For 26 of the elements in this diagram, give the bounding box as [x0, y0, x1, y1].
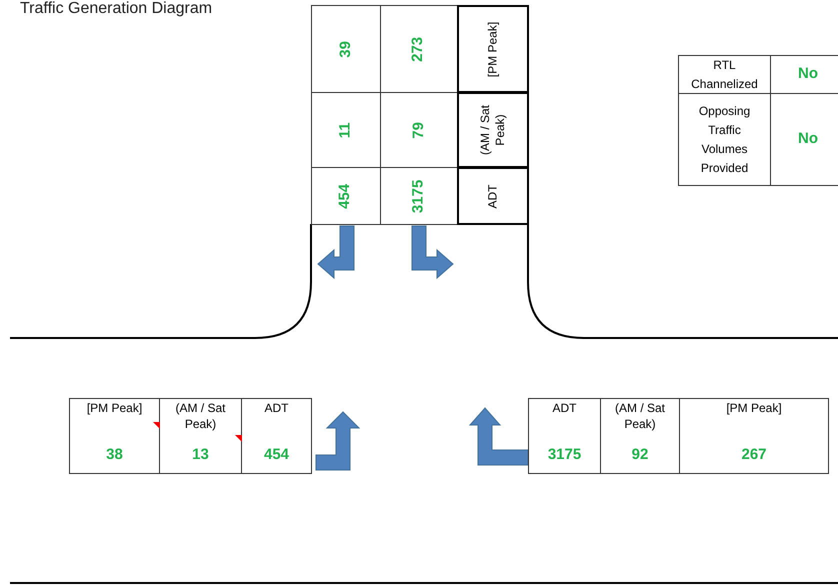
volume-value: 3175	[410, 179, 428, 213]
column-header: (AM / Sat Peak)	[614, 400, 666, 432]
column-header: (AM / Sat Peak)	[174, 400, 226, 432]
volume-value: 13	[191, 446, 210, 464]
volume-value: 38	[105, 446, 124, 464]
volume-value: 3175	[546, 446, 582, 464]
status-value: No	[798, 64, 818, 84]
column-header: ADT	[486, 183, 500, 210]
column-header: (AM / Sat Peak)	[478, 104, 508, 158]
volume-value: 267	[740, 446, 768, 464]
volume-value: 454	[336, 183, 355, 209]
column-header: [PM Peak]	[86, 400, 144, 416]
volume-value: 11	[336, 122, 355, 138]
column-header: [PM Peak]	[725, 400, 783, 416]
volume-value: 79	[410, 122, 428, 138]
volume-value: 92	[630, 446, 650, 464]
column-header: ADT	[552, 400, 578, 416]
column-header: [PM Peak]	[486, 20, 500, 79]
diagram-title: Traffic Generation Diagram	[20, 0, 212, 18]
status-value: No	[798, 129, 818, 150]
row-header: RTL Channelized	[690, 56, 759, 92]
volume-value: 39	[336, 40, 355, 58]
volume-value: 454	[262, 446, 290, 464]
volume-value: 273	[410, 36, 428, 62]
column-header: ADT	[264, 400, 290, 416]
row-header: Opposing Traffic Volumes Provided	[698, 102, 752, 176]
